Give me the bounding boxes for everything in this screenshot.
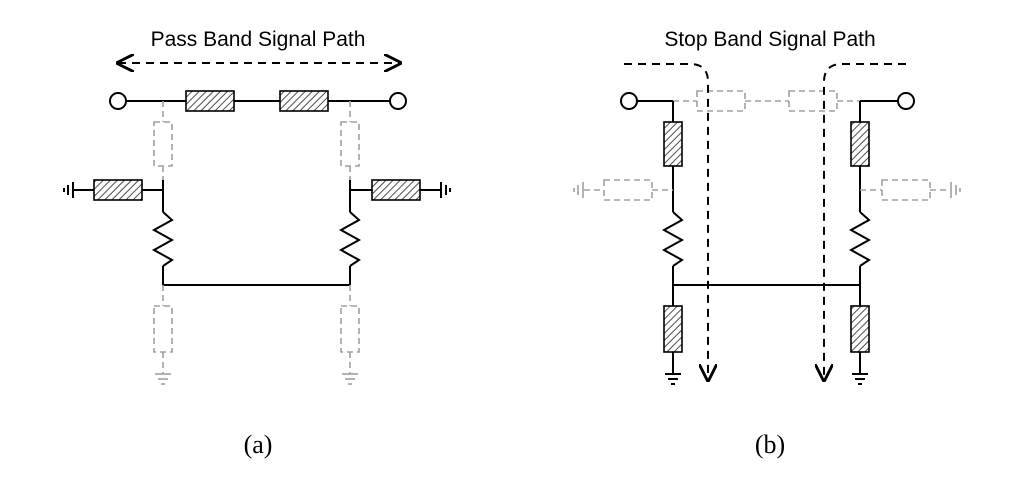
left-side-ground-a xyxy=(63,182,74,198)
left-upper-shunt-b xyxy=(663,121,683,167)
series-element-a1 xyxy=(185,90,235,112)
right-resistor-b xyxy=(848,211,872,267)
output-terminal-b xyxy=(897,92,915,110)
left-resistor-b xyxy=(661,211,685,267)
left-resistor-a xyxy=(151,211,175,267)
input-terminal-a xyxy=(109,92,127,110)
panel-a: Pass Band Signal Path xyxy=(63,28,451,459)
input-terminal-b xyxy=(620,92,638,110)
right-ground-b xyxy=(852,373,868,385)
panel-b: Stop Band Signal Path xyxy=(573,28,961,459)
panel-b-title: Stop Band Signal Path xyxy=(664,28,875,51)
right-side-ground-b xyxy=(950,182,961,198)
left-ground-b xyxy=(665,373,681,385)
right-lower-shunt-a xyxy=(340,305,360,353)
right-lower-shunt-b xyxy=(850,305,870,353)
right-side-element-b xyxy=(881,179,931,201)
panel-b-caption: (b) xyxy=(755,430,785,459)
series-element-a2 xyxy=(279,90,329,112)
series-element-b1 xyxy=(696,90,746,112)
right-upper-shunt-a xyxy=(340,121,360,167)
panel-a-title: Pass Band Signal Path xyxy=(151,28,366,51)
left-side-element-b xyxy=(603,179,653,201)
left-ground-a xyxy=(155,373,171,385)
left-upper-shunt-a xyxy=(153,121,173,167)
panel-a-caption: (a) xyxy=(244,430,273,459)
right-ground-a xyxy=(342,373,358,385)
left-side-element-a xyxy=(93,179,143,201)
right-side-element-a xyxy=(371,179,421,201)
left-side-ground-b xyxy=(573,182,584,198)
right-side-ground-a xyxy=(440,182,451,198)
left-lower-shunt-a xyxy=(153,305,173,353)
left-lower-shunt-b xyxy=(663,305,683,353)
output-terminal-a xyxy=(389,92,407,110)
right-upper-shunt-b xyxy=(850,121,870,167)
series-element-b2 xyxy=(788,90,838,112)
right-resistor-a xyxy=(338,211,362,267)
